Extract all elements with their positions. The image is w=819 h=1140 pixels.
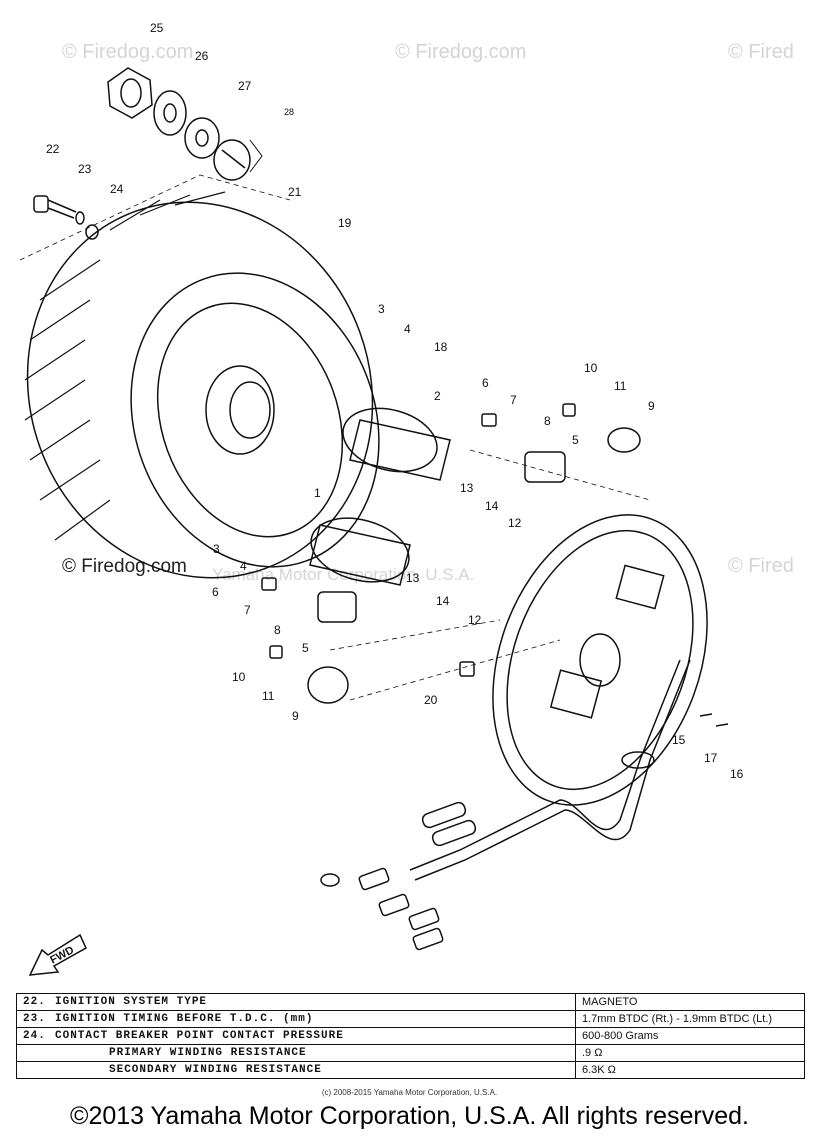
spec-number: [16, 1044, 49, 1062]
ignition-coil-upper: [342, 407, 451, 481]
spec-label: IGNITION SYSTEM TYPE: [49, 993, 576, 1011]
callout-5-right: 5: [572, 433, 579, 447]
stator-base-plate: [492, 514, 708, 806]
copyright-footer: ©2013 Yamaha Motor Corporation, U.S.A. A…: [70, 1102, 749, 1130]
fwd-label: FWD: [48, 944, 76, 966]
callout-14-upper: 14: [485, 499, 499, 513]
callout-26: 26: [195, 49, 209, 63]
watermark-mid-right: © Fired: [728, 555, 794, 577]
callout-8-right: 8: [544, 414, 551, 428]
spec-row: 23. IGNITION TIMING BEFORE T.D.C. (mm) 1…: [16, 1010, 805, 1028]
flywheel-rotor: [26, 201, 380, 579]
watermark-top-center: © Firedog.com: [395, 41, 526, 63]
callout-22: 22: [46, 142, 60, 156]
callout-25: 25: [150, 21, 164, 35]
spec-label: PRIMARY WINDING RESISTANCE: [49, 1044, 576, 1062]
callout-11-right: 11: [614, 379, 627, 393]
watermark-mid-faint: Yamaha Motor Corporation, U.S.A.: [212, 565, 474, 584]
spec-number: 22.: [16, 993, 49, 1011]
spec-label: CONTACT BREAKER POINT CONTACT PRESSURE: [49, 1027, 576, 1045]
lock-washer-part: [184, 117, 220, 159]
callout-10-right: 10: [584, 361, 598, 375]
callout-12-upper: 12: [508, 516, 522, 530]
callout-7-right: 7: [510, 393, 517, 407]
spec-number: [16, 1061, 49, 1079]
small-copyright-line: (c) 2008-2015 Yamaha Motor Corporation, …: [321, 1088, 498, 1097]
callout-3-upper: 3: [378, 302, 385, 316]
watermark-mid-left: © Firedog.com: [62, 556, 187, 577]
specification-table: 22. IGNITION SYSTEM TYPE MAGNETO 23. IGN…: [16, 993, 805, 1079]
watermark-top-left: © Firedog.com: [62, 41, 193, 63]
callout-19: 19: [338, 216, 352, 230]
spec-value: .9 Ω: [575, 1044, 805, 1062]
callout-23: 23: [78, 162, 92, 176]
callout-7-left: 7: [244, 603, 251, 617]
exploded-parts-diagram: © Firedog.com © Firedog.com © Fired © Fi…: [19, 21, 794, 976]
spec-number: 23.: [16, 1010, 49, 1028]
spec-value: 6.3K Ω: [575, 1061, 805, 1079]
callout-8-left: 8: [274, 623, 281, 637]
callout-13-upper: 13: [460, 481, 474, 495]
callout-13-lower: 13: [406, 571, 420, 585]
callout-18: 18: [434, 340, 448, 354]
callout-10-left: 10: [232, 670, 246, 684]
nut-part: [107, 67, 153, 119]
spec-label: SECONDARY WINDING RESISTANCE: [49, 1061, 576, 1079]
spec-number: 24.: [16, 1027, 49, 1045]
watermark-top-right: © Fired: [728, 41, 794, 63]
spec-row: 24. CONTACT BREAKER POINT CONTACT PRESSU…: [16, 1027, 805, 1045]
washer-part: [153, 90, 187, 136]
bolt-part: [33, 195, 99, 240]
forward-arrow: [28, 933, 87, 976]
ignition-coil-lower: [309, 517, 411, 586]
callout-15: 15: [672, 733, 686, 747]
callout-24: 24: [110, 182, 124, 196]
callout-5-left: 5: [302, 641, 309, 655]
callout-28: 28: [284, 107, 294, 117]
cooling-fins: [24, 191, 226, 541]
callout-6-right: 6: [482, 376, 489, 390]
contact-breaker-left: [261, 577, 475, 704]
callout-12-lower: 12: [468, 613, 482, 627]
wiring-harness: [320, 659, 729, 951]
callout-17: 17: [704, 751, 718, 765]
callout-9-left: 9: [292, 709, 299, 723]
callout-labels: 25 26 27 28 22 23 24 21 19 3 4 18 2 6 7 …: [46, 21, 744, 781]
contact-breaker-right: [481, 403, 641, 483]
callout-6-left: 6: [212, 585, 219, 599]
callout-4-upper: 4: [404, 322, 411, 336]
callout-11-left: 11: [262, 689, 275, 703]
spec-label: IGNITION TIMING BEFORE T.D.C. (mm): [49, 1010, 576, 1028]
callout-27: 27: [238, 79, 252, 93]
callout-16: 16: [730, 767, 744, 781]
spec-value: 600-800 Grams: [575, 1027, 805, 1045]
assembly-guide-lines: [19, 174, 651, 701]
spec-value: 1.7mm BTDC (Rt.) - 1.9mm BTDC (Lt.): [575, 1010, 805, 1028]
key-part: [213, 139, 263, 181]
callout-2: 2: [434, 389, 441, 403]
callout-1: 1: [314, 486, 321, 500]
spec-row: PRIMARY WINDING RESISTANCE .9 Ω: [16, 1044, 805, 1062]
spec-value: MAGNETO: [575, 993, 805, 1011]
callout-14-lower: 14: [436, 594, 450, 608]
spec-row: SECONDARY WINDING RESISTANCE 6.3K Ω: [16, 1061, 805, 1079]
callout-3-lower: 3: [213, 542, 220, 556]
spec-row: 22. IGNITION SYSTEM TYPE MAGNETO: [16, 993, 805, 1011]
callout-20: 20: [424, 693, 438, 707]
callout-4-lower: 4: [240, 559, 247, 573]
callout-21: 21: [288, 185, 302, 199]
callout-9-right: 9: [648, 399, 655, 413]
